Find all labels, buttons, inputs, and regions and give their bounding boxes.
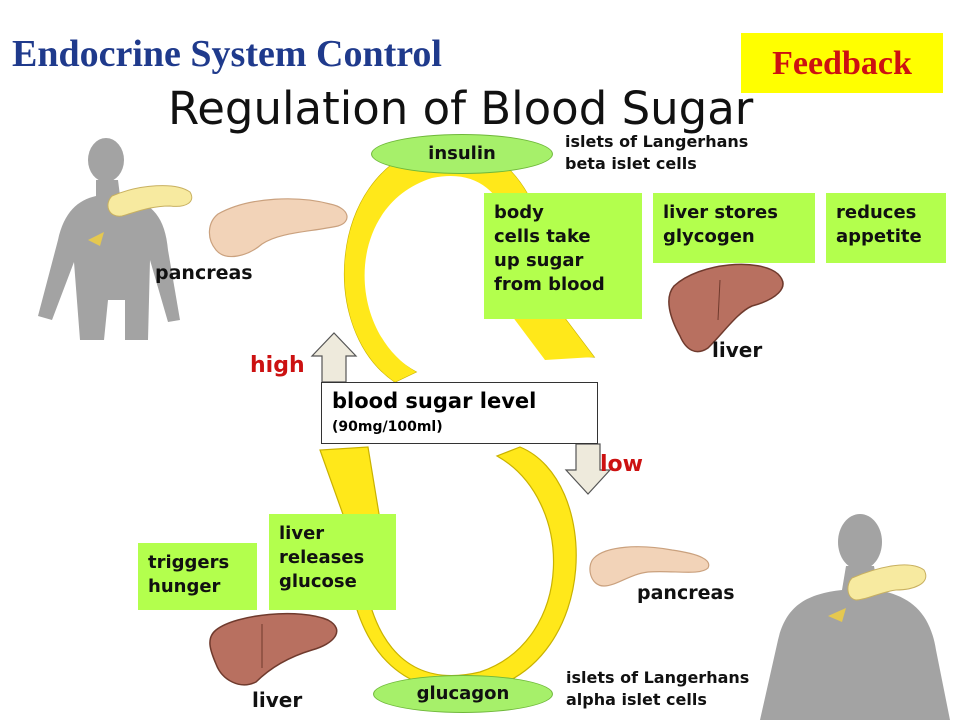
insulin-oval: insulin (371, 134, 553, 174)
feedback-badge: Feedback (741, 33, 943, 93)
liver-label-bottom: liver (252, 688, 303, 712)
pancreas-label-top: pancreas (155, 262, 253, 284)
effect-box-body-cells: body cells take up sugar from blood (484, 193, 642, 319)
effect-box-reduces-appetite: reduces appetite (826, 193, 946, 263)
pancreas-icon-top (208, 198, 348, 258)
blood-sugar-level-box: blood sugar level (90mg/100ml) (321, 382, 598, 444)
liver-label-top: liver (712, 338, 763, 362)
human-figure-bottom (760, 514, 950, 720)
pancreas-icon-small-top (107, 185, 193, 217)
low-label: low (600, 452, 643, 477)
pancreas-icon-bottom (589, 546, 710, 587)
page-title: Endocrine System Control (12, 33, 442, 75)
low-arrow (564, 443, 612, 495)
pancreas-label-bottom: pancreas (637, 582, 735, 604)
liver-icon-small-bottom (828, 608, 846, 622)
insulin-source-note: islets of Langerhans beta islet cells (565, 132, 749, 173)
glucagon-source-note: islets of Langerhans alpha islet cells (566, 668, 750, 709)
high-arrow (310, 332, 358, 383)
glucagon-oval: glucagon (373, 675, 553, 713)
page-subtitle: Regulation of Blood Sugar (168, 82, 754, 135)
high-label: high (250, 353, 305, 378)
effect-box-liver-stores: liver stores glycogen (653, 193, 815, 263)
blood-sugar-level-label: blood sugar level (332, 389, 537, 413)
liver-icon-bottom (209, 612, 338, 686)
liver-icon-top (668, 263, 784, 353)
liver-icon-small-top (88, 232, 104, 246)
blood-sugar-level-value: (90mg/100ml) (332, 419, 443, 435)
human-figure-top (38, 138, 180, 340)
effect-box-triggers-hunger: triggers hunger (138, 543, 257, 610)
bottom-loop-arrow (319, 446, 577, 692)
effect-box-liver-releases: liver releases glucose (269, 514, 396, 610)
pancreas-icon-small-bottom (847, 564, 927, 601)
